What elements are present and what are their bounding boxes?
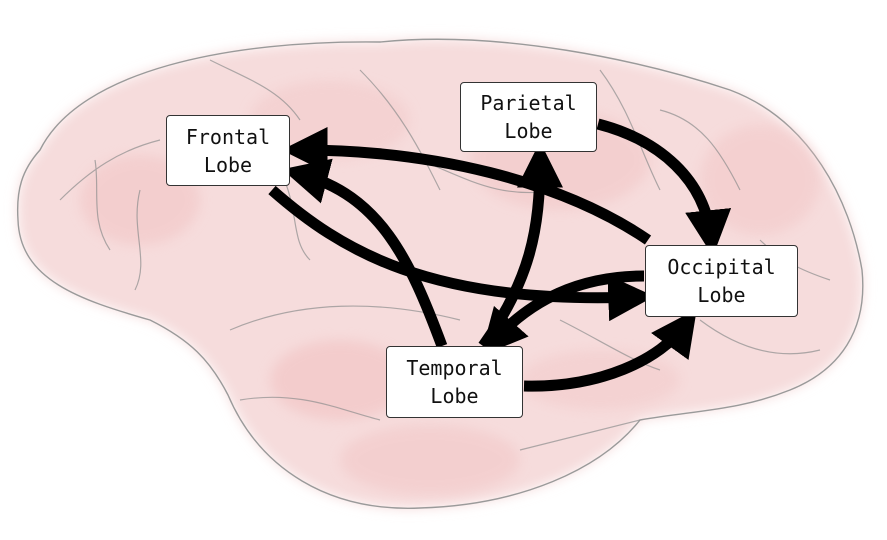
node-occipital-line2: Lobe xyxy=(697,283,746,307)
node-frontal-lobe: Frontal Lobe xyxy=(166,115,290,186)
brain-outline xyxy=(16,38,864,509)
node-parietal-lobe: Parietal Lobe xyxy=(460,82,597,152)
node-parietal-line2: Lobe xyxy=(504,119,553,143)
node-occipital-lobe: Occipital Lobe xyxy=(645,245,798,317)
node-frontal-line1: Frontal xyxy=(185,124,271,149)
node-temporal-line1: Temporal xyxy=(406,356,503,380)
node-temporal-lobe: Temporal Lobe xyxy=(386,346,523,418)
edge-temporal-to-occipital xyxy=(523,309,697,392)
diagram-edges xyxy=(268,118,732,392)
edge-occipital-to-frontal xyxy=(281,126,652,245)
node-occipital-line1: Occipital xyxy=(667,255,776,279)
node-temporal-line2: Lobe xyxy=(430,384,479,408)
node-parietal-line1: Parietal xyxy=(480,91,577,115)
edge-temporal-to-frontal xyxy=(282,158,448,348)
edge-occipital-to-temporal xyxy=(480,270,645,356)
edge-parietal-to-occipital xyxy=(596,118,732,257)
node-frontal-line2: Lobe xyxy=(203,152,253,177)
